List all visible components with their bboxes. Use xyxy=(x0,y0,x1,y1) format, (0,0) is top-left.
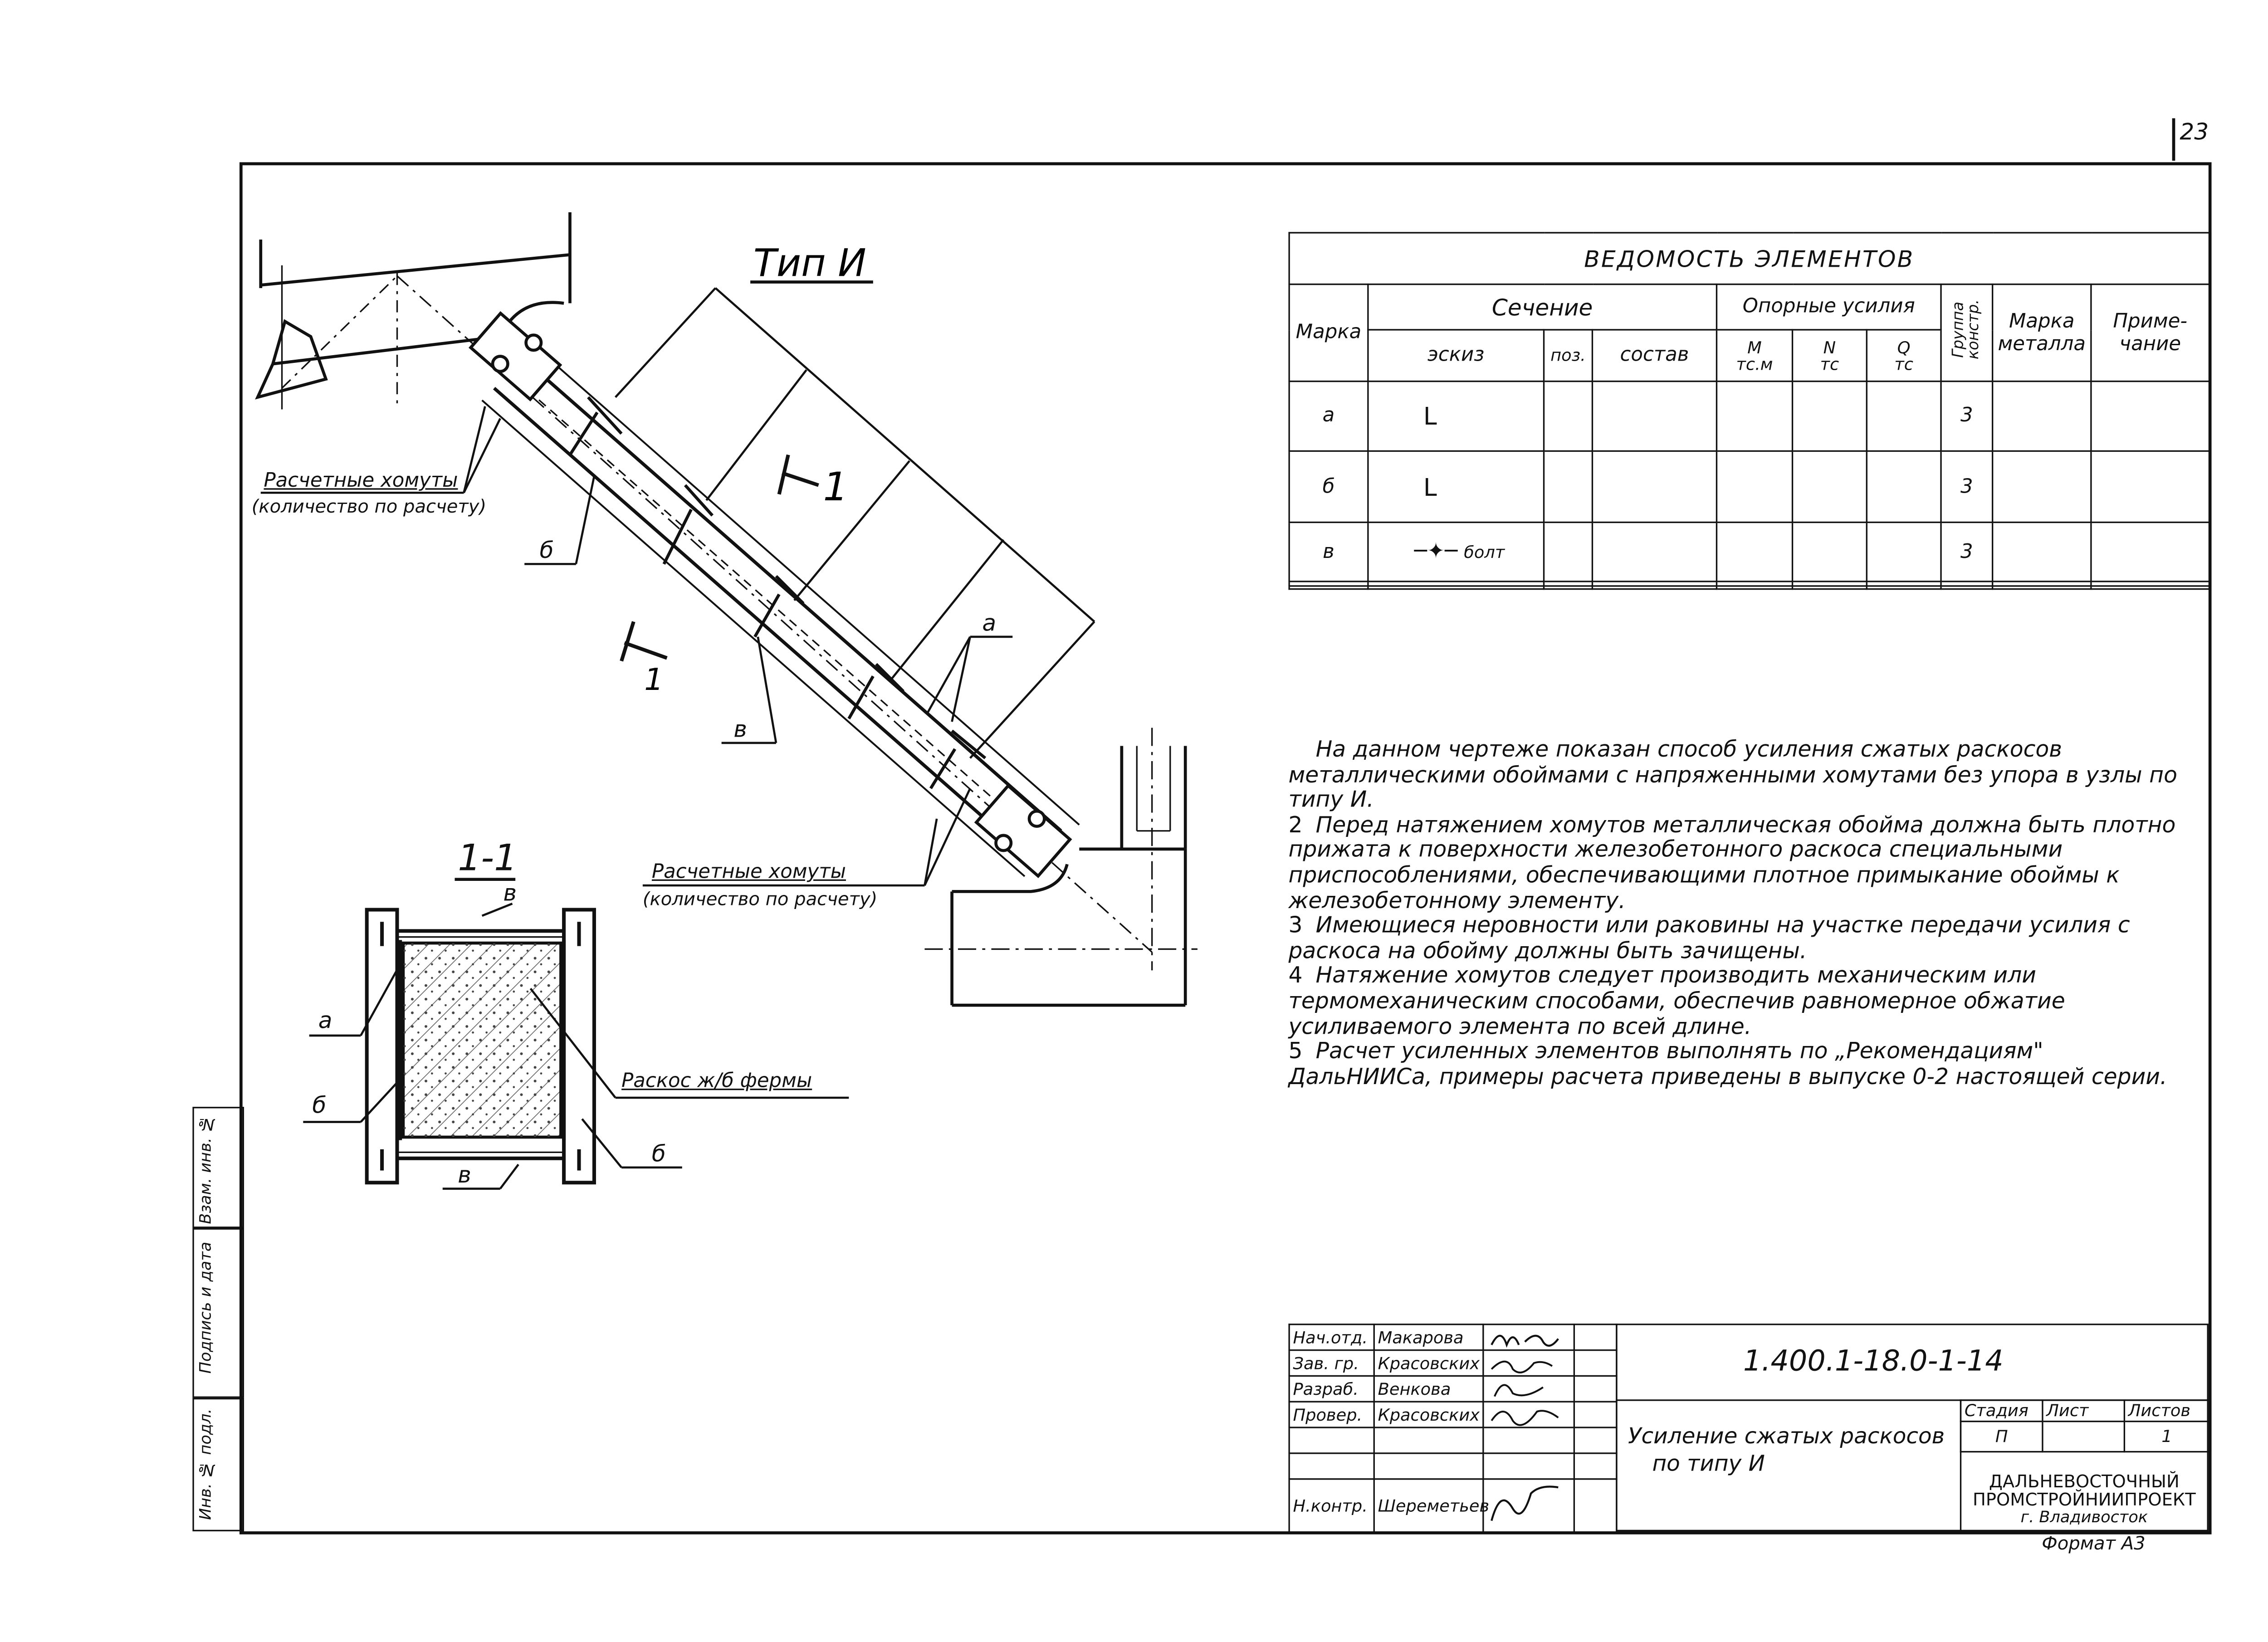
sheets-label: Листов xyxy=(2123,1399,2210,1422)
row-sketch: L xyxy=(1367,451,1545,523)
side-strip: Взам. инв. № Подпись и дата Инв. № подл. xyxy=(192,1107,244,1532)
sheet-frame xyxy=(239,162,2212,1534)
drawing-code: 1.400.1-18.0-1-14 xyxy=(1743,1344,2004,1378)
dimension-lines xyxy=(615,287,1095,759)
clamp-plates xyxy=(469,311,1072,879)
signature-row: Зав. гр.Красовских xyxy=(1288,1349,1618,1377)
sheets-value: 1 xyxy=(2123,1421,2210,1453)
signature-table: Нач.отд.Макарова Зав. гр.Красовских Разр… xyxy=(1288,1324,1618,1533)
row-sketch xyxy=(1367,581,1545,586)
notes: На данном чертеже показан способ усилени… xyxy=(1288,737,2183,1091)
stage-value: П xyxy=(1960,1421,2043,1453)
cut-mark-lower: 1 xyxy=(644,662,664,697)
signature-row xyxy=(1288,1452,1618,1480)
cut-mark-upper: 1 xyxy=(823,464,848,510)
leader-lines xyxy=(260,406,1013,887)
drawing-title: Тип И xyxy=(753,240,866,285)
upper-chord xyxy=(255,212,1153,953)
table-row xyxy=(1288,581,2210,586)
title-block: Нач.отд.Макарова Зав. гр.Красовских Разр… xyxy=(1288,1324,2210,1533)
table-row xyxy=(1288,584,2210,590)
row-mark: а xyxy=(1288,380,1369,453)
section-mark-v-bottom: в xyxy=(458,1161,471,1189)
header-mark: Марка xyxy=(1288,283,1369,382)
header-composition: состав xyxy=(1591,329,1718,382)
bolt-icon: ─✦─ xyxy=(1414,540,1458,564)
header-group: Группа констр. xyxy=(1940,283,1994,382)
side-cell-inv: Инв. № подл. xyxy=(192,1398,244,1532)
row-group xyxy=(1940,581,1994,586)
clamps-top-note: (количество по расчету) xyxy=(251,496,487,517)
organization-name: ДАЛЬНЕВОСТОЧНЫЙ ПРОМСТРОЙНИИПРОЕКТ г. Вл… xyxy=(1972,1471,2196,1527)
mark-b-label-top: б xyxy=(539,537,554,564)
header-pos: поз. xyxy=(1543,329,1593,382)
title-divider xyxy=(1616,1399,2209,1402)
section-cut-marks xyxy=(620,454,819,662)
header-steel: Марка металла xyxy=(1991,283,2092,382)
lower-node xyxy=(924,728,1198,1007)
table-row: б L 3 xyxy=(1288,451,2210,523)
sheet-title-line1: Усиление сжатых раскосов xyxy=(1628,1425,1945,1450)
sheet-title-line2: по типу И xyxy=(1652,1452,1765,1477)
format-label: Формат А3 xyxy=(2042,1533,2146,1554)
note-item: На данном чертеже показан способ усилени… xyxy=(1288,737,2177,813)
signature-row: Нач.отд.Макарова xyxy=(1288,1324,1618,1351)
row-group: 3 xyxy=(1940,451,1994,523)
clamp-bolts xyxy=(568,396,987,789)
section-mark-b-right: б xyxy=(651,1140,666,1168)
mark-a-label-top: а xyxy=(982,609,997,637)
header-section: Сечение xyxy=(1367,283,1718,331)
page-number: 23 xyxy=(2180,118,2209,146)
clamps-bottom-note: (количество по расчету) xyxy=(642,888,878,910)
section-mark-v-top: в xyxy=(503,879,517,907)
row-group: 3 xyxy=(1940,380,1994,453)
row-group xyxy=(1940,584,1994,590)
side-cell-replace: Взам. инв. № xyxy=(192,1107,244,1228)
signature-row: Н.контр.Шереметьев xyxy=(1288,1478,1618,1533)
section-mark-b-left: б xyxy=(312,1091,327,1119)
mark-v-label: в xyxy=(733,715,747,743)
side-cell-sign: Подпись и дата xyxy=(192,1228,244,1398)
header-forces: Опорные усилия xyxy=(1716,283,1942,331)
table-row: в ─✦─ болт 3 xyxy=(1288,521,2210,583)
row-mark: б xyxy=(1288,451,1369,523)
elements-table-title: ВЕДОМОСТЬ ЭЛЕМЕНТОВ xyxy=(1288,232,2210,285)
sheet-label: Лист xyxy=(2042,1399,2126,1422)
row-group: 3 xyxy=(1940,521,1994,583)
signature-row xyxy=(1288,1427,1618,1454)
row-sketch-bolt: ─✦─ болт xyxy=(1367,521,1545,583)
section-brace-label: Раскос ж/б фермы xyxy=(621,1070,812,1094)
row-mark xyxy=(1288,581,1369,586)
row-sketch xyxy=(1367,584,1545,590)
section-label: 1-1 xyxy=(458,837,518,880)
header-note: Приме-чание xyxy=(2090,283,2210,382)
elements-table: ВЕДОМОСТЬ ЭЛЕМЕНТОВ Марка Сечение Опорны… xyxy=(1288,232,2210,590)
stage-table: Стадия Лист Листов П 1 xyxy=(1960,1399,2210,1453)
title-vdivider xyxy=(1960,1399,1962,1532)
row-mark: в xyxy=(1288,521,1369,583)
table-row: а L 3 xyxy=(1288,380,2210,453)
row-mark xyxy=(1288,584,1369,590)
clamps-bottom-label: Расчетные хомуты xyxy=(651,861,846,884)
clamps-top-label: Расчетные хомуты xyxy=(264,470,458,493)
stage-label: Стадия xyxy=(1960,1399,2043,1422)
header-sketch: эскиз xyxy=(1367,329,1545,382)
brace-body xyxy=(481,342,1080,877)
section-mark-a: а xyxy=(318,1007,332,1034)
signature-scribbles xyxy=(1491,1334,1559,1521)
row-sketch: L xyxy=(1367,380,1545,453)
signature-row: Провер.Красовских xyxy=(1288,1401,1618,1428)
